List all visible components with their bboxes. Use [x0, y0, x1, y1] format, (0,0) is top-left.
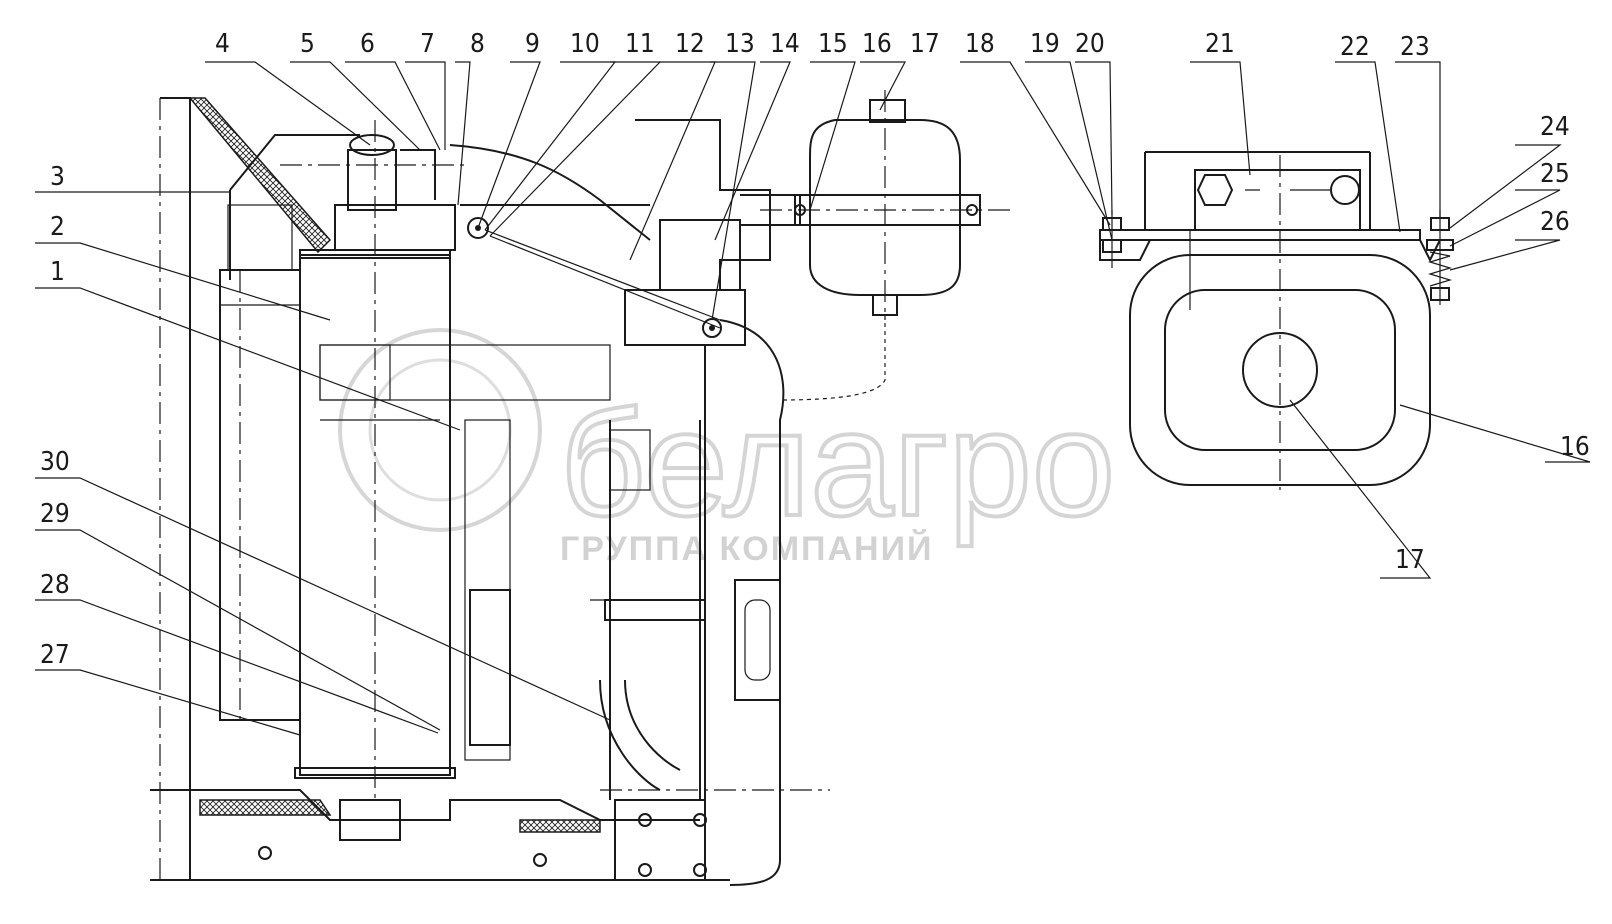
callout-27: 27 [40, 640, 70, 670]
tank-strap [1099, 229, 1421, 241]
filler-neck [1242, 332, 1318, 408]
callout-20: 20 [1075, 29, 1105, 59]
callout-3: 3 [50, 162, 65, 192]
callout-8: 8 [470, 29, 485, 59]
callout-28: 28 [40, 570, 70, 600]
radiator [219, 269, 301, 721]
callout-4: 4 [215, 29, 230, 59]
callout-12: 12 [675, 29, 705, 59]
callout-16-right: 16 [1560, 432, 1590, 462]
callout-17: 17 [910, 29, 940, 59]
watermark-subtitle: ГРУППА КОМПАНИЙ [560, 529, 933, 568]
watermark-logo-text: белагро [560, 379, 1115, 547]
main-assembly [150, 97, 830, 886]
callout-1: 1 [50, 257, 65, 287]
callout-22: 22 [1340, 32, 1370, 62]
callout-21: 21 [1205, 29, 1235, 59]
callout-19: 19 [1030, 29, 1060, 59]
callout-14: 14 [770, 29, 800, 59]
callout-29: 29 [40, 499, 70, 529]
fan-shroud-seal [188, 97, 332, 254]
callout-17-right: 17 [1395, 545, 1425, 575]
fuel-tank-view [1099, 151, 1454, 490]
callout-11: 11 [625, 29, 655, 59]
callout-15: 15 [818, 29, 848, 59]
callout-9: 9 [525, 29, 540, 59]
callout-23: 23 [1400, 32, 1430, 62]
callout-7: 7 [420, 29, 435, 59]
tank-body [1129, 254, 1431, 486]
expansion-tank [760, 90, 1015, 401]
watermark: белагро ГРУППА КОМПАНИЙ [338, 328, 1117, 568]
callout-25: 25 [1540, 159, 1570, 189]
callout-numbers: 4 5 6 7 8 9 10 11 12 13 14 15 16 17 18 1… [40, 29, 1590, 670]
callout-6: 6 [360, 29, 375, 59]
leader-lines [35, 61, 1591, 736]
water-pump [659, 219, 741, 291]
callout-24: 24 [1540, 112, 1570, 142]
callout-10: 10 [570, 29, 600, 59]
callout-2: 2 [50, 212, 65, 242]
callout-30: 30 [40, 447, 70, 477]
callout-26: 26 [1540, 207, 1570, 237]
radiator-cap [349, 134, 395, 156]
hose-clamp [467, 217, 489, 239]
callout-5: 5 [300, 29, 315, 59]
callout-16: 16 [862, 29, 892, 59]
callout-13: 13 [725, 29, 755, 59]
callout-18: 18 [965, 29, 995, 59]
